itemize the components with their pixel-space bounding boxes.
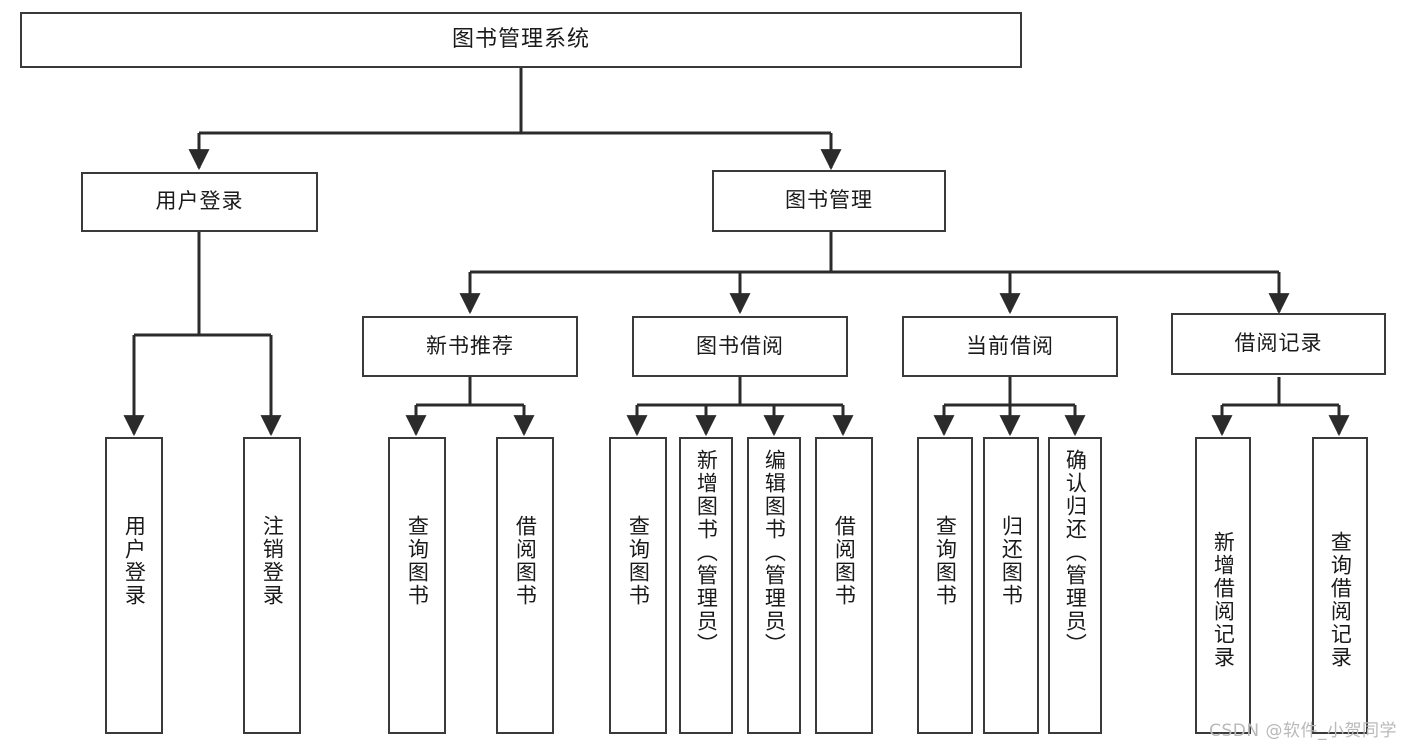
csdn-watermark: CSDN @软件_小贺同学 <box>1209 721 1397 741</box>
leaf-query-book-1-label: 查询图书 <box>405 515 430 607</box>
leaf-logout-login-label: 注销登录 <box>260 515 285 607</box>
leaf-borrow-book-2[interactable]: 借阅图书 <box>815 437 873 734</box>
leaf-confirm-return[interactable]: 确认归还（管理员） <box>1048 437 1102 734</box>
leaf-user-login-label: 用户登录 <box>122 515 147 607</box>
leaf-return-book[interactable]: 归还图书 <box>983 437 1039 734</box>
node-user-login-label: 用户登录 <box>155 189 244 214</box>
leaf-query-book-2-label: 查询图书 <box>626 515 651 607</box>
leaf-add-record[interactable]: 新增借阅记录 <box>1195 437 1251 734</box>
node-borrow-record[interactable]: 借阅记录 <box>1171 313 1386 375</box>
leaf-add-book[interactable]: 新增图书（管理员） <box>679 437 733 734</box>
node-book-manage-label: 图书管理 <box>785 188 873 213</box>
node-book-borrow[interactable]: 图书借阅 <box>632 316 848 377</box>
leaf-query-book-3[interactable]: 查询图书 <box>917 437 973 734</box>
leaf-query-book-2[interactable]: 查询图书 <box>609 437 667 734</box>
leaf-add-book-label: 新增图书（管理员） <box>694 449 719 656</box>
leaf-edit-book-label: 编辑图书（管理员） <box>762 449 787 656</box>
node-current-borrow[interactable]: 当前借阅 <box>902 316 1118 377</box>
node-new-book-recommend[interactable]: 新书推荐 <box>362 316 578 377</box>
node-current-borrow-label: 当前借阅 <box>966 333 1054 358</box>
leaf-query-book-3-label: 查询图书 <box>933 515 958 607</box>
leaf-query-record-label: 查询借阅记录 <box>1328 531 1353 669</box>
leaf-query-record[interactable]: 查询借阅记录 <box>1312 437 1368 734</box>
node-book-borrow-label: 图书借阅 <box>696 333 784 358</box>
node-borrow-record-label: 借阅记录 <box>1234 331 1323 356</box>
node-root-label: 图书管理系统 <box>451 26 590 52</box>
leaf-return-book-label: 归还图书 <box>999 515 1024 607</box>
leaf-borrow-book-2-label: 借阅图书 <box>832 515 857 607</box>
leaf-add-record-label: 新增借阅记录 <box>1211 531 1236 669</box>
node-new-book-recommend-label: 新书推荐 <box>426 333 514 358</box>
node-root[interactable]: 图书管理系统 <box>20 12 1022 68</box>
leaf-confirm-return-label: 确认归还（管理员） <box>1063 449 1088 656</box>
leaf-edit-book[interactable]: 编辑图书（管理员） <box>747 437 801 734</box>
leaf-query-book-1[interactable]: 查询图书 <box>388 437 446 734</box>
node-book-manage[interactable]: 图书管理 <box>712 170 946 232</box>
leaf-borrow-book-1-label: 借阅图书 <box>513 515 538 607</box>
leaf-user-login[interactable]: 用户登录 <box>105 437 163 734</box>
leaf-borrow-book-1[interactable]: 借阅图书 <box>496 437 554 734</box>
leaf-logout-login[interactable]: 注销登录 <box>243 437 301 734</box>
node-user-login[interactable]: 用户登录 <box>81 172 318 232</box>
